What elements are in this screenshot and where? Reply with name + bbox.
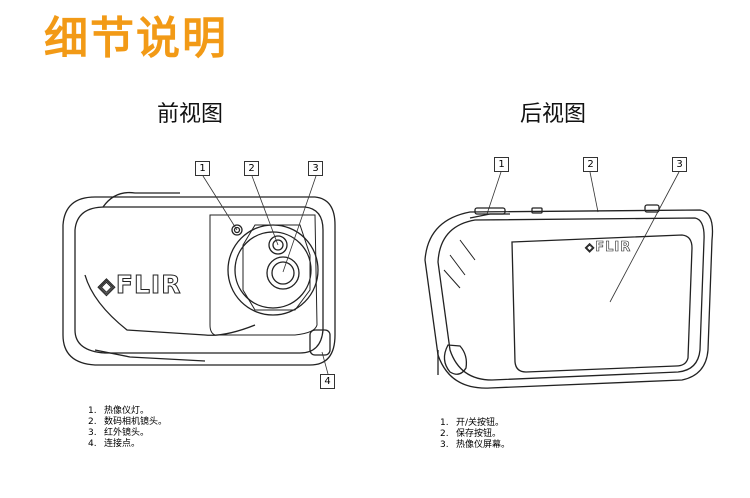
back-callout-1: 1 — [494, 157, 509, 172]
front-view-heading: 前视图 — [156, 102, 223, 127]
back-parts-list: 1.开/关按钮。 2.保存按钮。 3.热像仪屏幕。 — [440, 418, 510, 451]
front-callout-1: 1 — [195, 161, 210, 176]
list-item: 4.连接点。 — [88, 439, 141, 449]
list-item: 2.数码相机镜头。 — [88, 417, 168, 427]
page-title: 细节说明 — [44, 13, 228, 64]
camera-front-illustration — [62, 191, 336, 366]
list-item: 1.热像仪灯。 — [88, 406, 150, 416]
list-item: 1.开/关按钮。 — [440, 418, 505, 428]
front-parts-list: 1.热像仪灯。 2.数码相机镜头。 3.红外镜头。 4.连接点。 — [88, 406, 167, 450]
list-item: 3.红外镜头。 — [88, 428, 150, 438]
back-callout-2: 2 — [583, 157, 598, 172]
flir-logo-back: ◈FLIR — [585, 240, 632, 256]
flir-logo-front: ◈FLIR — [98, 270, 182, 300]
front-callout-4: 4 — [320, 374, 335, 389]
back-view-heading: 后视图 — [519, 102, 586, 127]
front-callout-3: 3 — [308, 161, 323, 176]
camera-back-illustration — [424, 204, 714, 389]
back-callout-3: 3 — [672, 157, 687, 172]
flir-diamond-icon: ◈ — [585, 240, 596, 255]
front-callout-2: 2 — [244, 161, 259, 176]
list-item: 2.保存按钮。 — [440, 429, 502, 439]
list-item: 3.热像仪屏幕。 — [440, 440, 511, 450]
flir-diamond-icon: ◈ — [98, 274, 116, 300]
